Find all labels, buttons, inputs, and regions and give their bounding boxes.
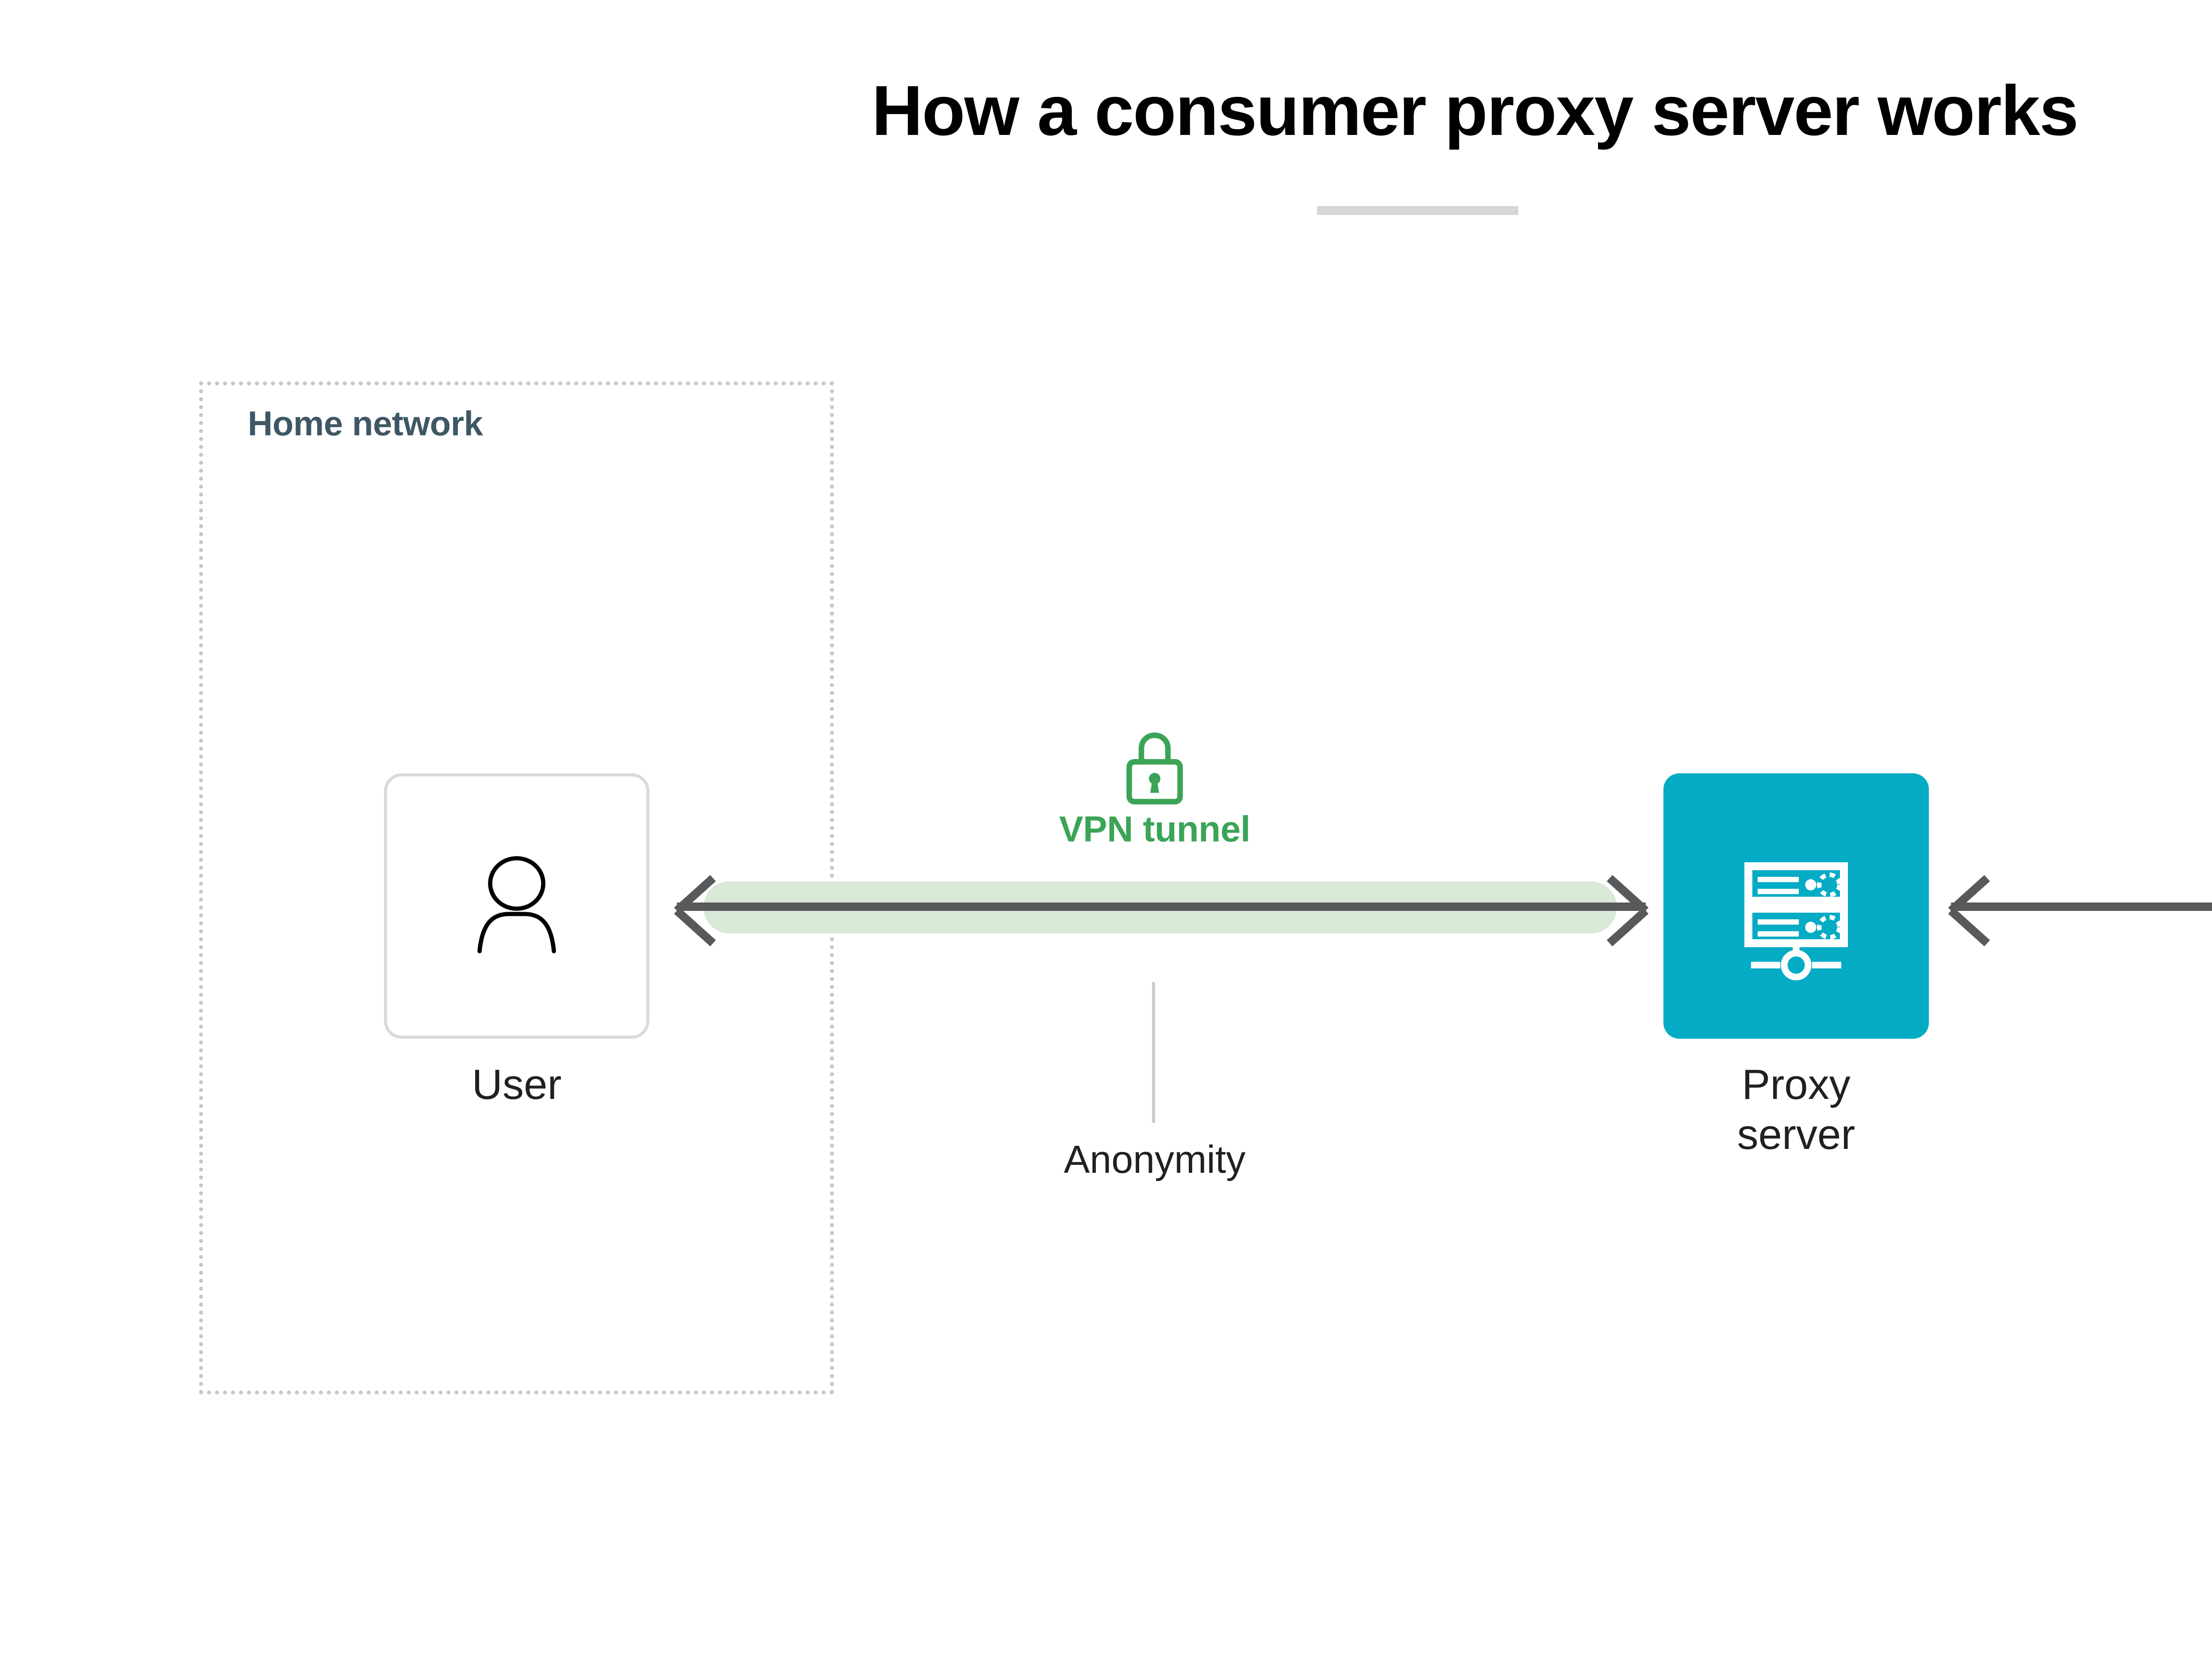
page-title: How a consumer proxy server works <box>872 71 2078 150</box>
title-underline-rule <box>1317 206 1518 215</box>
node-user-label: User <box>472 1061 562 1108</box>
node-proxy-server-label: Proxy server <box>1737 1061 1855 1159</box>
node-proxy-server[interactable] <box>1663 773 1929 1039</box>
vpn-tunnel-line <box>677 902 1646 911</box>
proxy-internet-link-line <box>1951 902 2212 911</box>
lock-icon <box>1124 731 1186 806</box>
home-network-label: Home network <box>248 404 483 443</box>
anonymity-label: Anonymity <box>1064 1137 1246 1181</box>
person-icon <box>450 840 583 972</box>
anonymity-connector-line <box>1152 982 1155 1123</box>
node-user[interactable] <box>384 773 649 1039</box>
server-rack-icon <box>1730 840 1863 980</box>
vpn-tunnel-label: VPN tunnel <box>1059 809 1251 849</box>
